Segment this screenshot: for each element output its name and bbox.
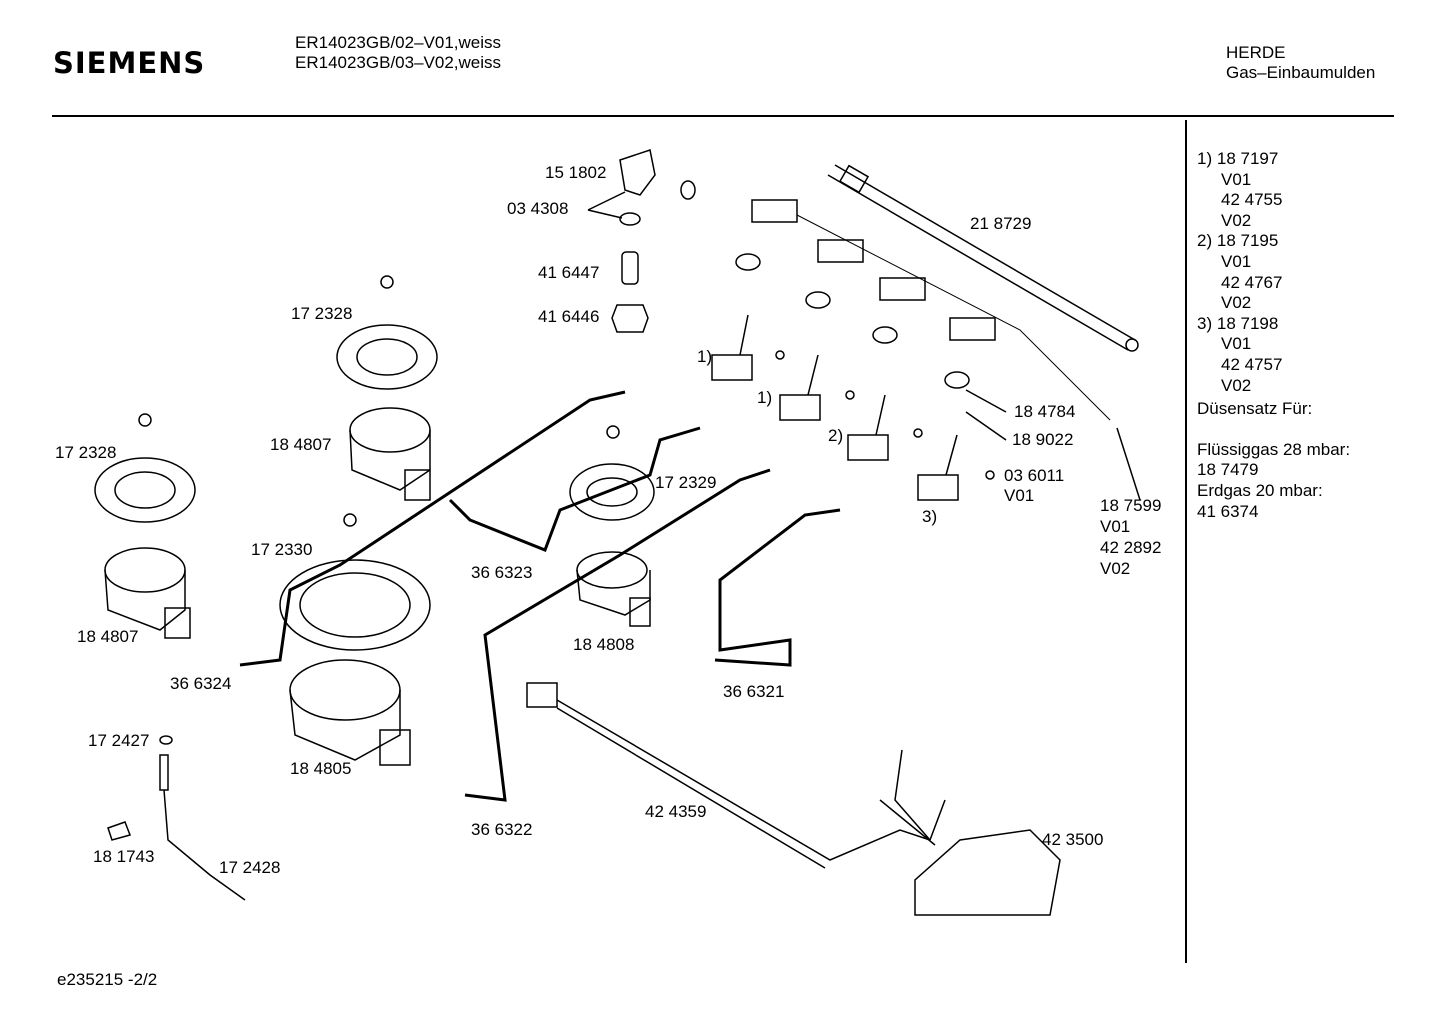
part-label: 17 2428 [219, 858, 281, 877]
nut [611, 304, 649, 333]
document-id: e235215 -2/2 [57, 970, 158, 989]
part-label: 17 2329 [655, 473, 717, 492]
part-label: 03 6011 [1004, 466, 1065, 485]
part-label: 18 4805 [290, 759, 352, 778]
gas-valves [711, 253, 995, 501]
siemens-logo: SIEMENS [53, 46, 206, 80]
part-label: 15 1802 [545, 163, 607, 182]
part-label: 36 6321 [723, 682, 785, 701]
part-label: 18 4784 [1014, 402, 1076, 421]
lpg-label: Flüssiggas 28 mbar: [1197, 439, 1351, 459]
washer [680, 180, 696, 200]
ng-part: 41 6374 [1197, 501, 1259, 521]
valve-ref-label: 1) [697, 347, 713, 366]
nozzle-set-title: Düsensatz Für: [1197, 399, 1313, 419]
part-label: 21 8729 [970, 214, 1032, 233]
legend-variant: V01 [1221, 251, 1252, 271]
gasket-ring [279, 559, 431, 651]
gas-rail [827, 164, 1139, 352]
legend-part: 18 7198 [1216, 313, 1279, 333]
legend-part: 18 7195 [1216, 231, 1279, 251]
part-label: 03 4308 [507, 199, 569, 218]
lpg-part: 18 7479 [1197, 460, 1259, 480]
legend-num: 2) [1197, 231, 1213, 251]
legend-part: 18 7197 [1216, 149, 1279, 168]
gasket-ring [336, 324, 438, 390]
part-label: 18 9022 [1012, 430, 1074, 449]
legend-num: 3) [1197, 313, 1213, 333]
part-label: 18 1743 [93, 847, 155, 866]
washer [619, 212, 641, 226]
elbow-fitting [619, 149, 656, 196]
part-label: 36 6323 [471, 563, 533, 582]
part-label: 42 3500 [1042, 830, 1104, 849]
gas-pipes [239, 390, 841, 802]
subcategory: Gas–Einbaumulden [1226, 63, 1376, 82]
legend-part: 42 4757 [1221, 354, 1283, 374]
nozzle [621, 251, 639, 285]
model-line-2: ER14023GB/03–V02,weiss [295, 53, 502, 72]
gasket-ring [94, 457, 196, 523]
part-label: V01 [1100, 517, 1131, 536]
legend-variant: V02 [1221, 375, 1252, 395]
part-label: 18 7599 [1100, 496, 1162, 515]
part-label: 17 2427 [88, 731, 150, 750]
legend-divider [1185, 120, 1187, 963]
valve-ref-label: 2) [828, 426, 844, 445]
part-label: 36 6322 [471, 820, 533, 839]
part-label: 41 6446 [538, 307, 600, 326]
part-label: 41 6447 [538, 263, 600, 282]
legend-variant: V02 [1221, 210, 1252, 230]
part-label: 42 4359 [645, 802, 707, 821]
ignition-switches [751, 199, 1111, 421]
legend-part: 42 4755 [1221, 190, 1283, 210]
part-label: 17 2328 [55, 443, 117, 462]
header-divider [52, 115, 1394, 117]
part-label: 18 4807 [270, 435, 332, 454]
spark-electrode [107, 735, 246, 901]
part-label: 17 2330 [251, 540, 313, 559]
ng-label: Erdgas 20 mbar: [1197, 480, 1323, 500]
legend-variant: V01 [1221, 169, 1252, 189]
valve-ref-label: 1) [757, 388, 773, 407]
legend-panel: 1) 18 7197 V01 42 4755 V02 2) 18 7195 V0… [1197, 149, 1350, 522]
part-label: 36 6324 [170, 674, 232, 693]
legend-variant: V01 [1221, 334, 1252, 354]
part-label: V02 [1100, 559, 1131, 578]
category: HERDE [1226, 43, 1286, 62]
part-label: 18 4807 [77, 627, 139, 646]
legend-variant: V02 [1221, 293, 1252, 313]
part-label: V01 [1004, 486, 1035, 505]
part-label: 18 4808 [573, 635, 635, 654]
model-line-1: ER14023GB/02–V01,weiss [295, 33, 502, 52]
legend-num: 1) [1197, 149, 1213, 168]
legend-part: 42 4767 [1221, 272, 1283, 292]
part-label: 17 2328 [291, 304, 353, 323]
ignition-harness [526, 682, 1061, 916]
valve-ref-label: 3) [922, 507, 938, 526]
part-label: 42 2892 [1100, 538, 1162, 557]
burner-housing [104, 407, 651, 766]
gasket-ring [569, 463, 655, 521]
ignition-module [914, 829, 1061, 916]
